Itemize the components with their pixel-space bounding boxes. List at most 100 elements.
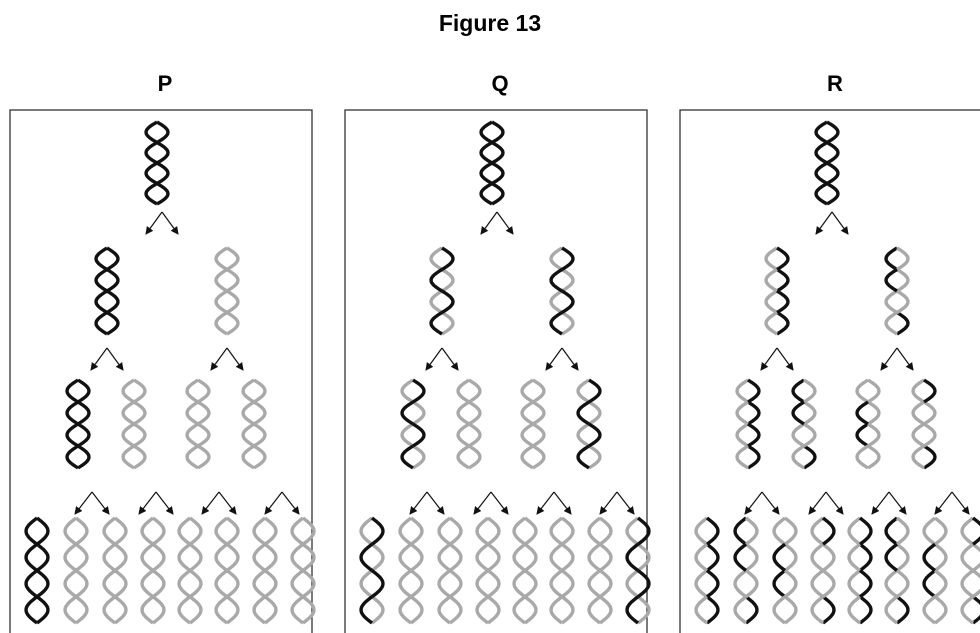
strand-segment xyxy=(598,569,613,599)
dna-molecule xyxy=(587,516,613,625)
strand-segment xyxy=(783,542,798,572)
arrow-left xyxy=(264,491,283,515)
strand-segment xyxy=(923,400,937,426)
arrow-left xyxy=(138,491,157,515)
strand-segment xyxy=(523,542,538,572)
replication-arrows xyxy=(599,491,635,515)
strand-segment xyxy=(549,569,564,599)
arrow-right xyxy=(218,491,237,515)
strand-segment xyxy=(456,444,470,470)
strand-segment xyxy=(694,542,709,572)
arrow-right xyxy=(825,491,844,515)
dna-molecule xyxy=(63,516,89,625)
strand-segment xyxy=(475,569,490,599)
strand-segment xyxy=(776,311,790,336)
dna-molecule xyxy=(855,378,881,470)
strand-segment xyxy=(398,595,413,625)
dna-molecule xyxy=(733,516,759,625)
strand-segment xyxy=(74,542,89,572)
strand-segment xyxy=(429,268,443,293)
strand-segment xyxy=(185,400,199,426)
dna-molecule xyxy=(121,378,147,470)
strand-segment xyxy=(63,542,78,572)
strand-segment xyxy=(133,400,147,426)
strand-segment xyxy=(65,422,79,448)
arrow-left xyxy=(599,491,618,515)
strand-segment xyxy=(263,516,278,546)
strand-segment xyxy=(855,378,869,404)
strand-segment xyxy=(587,595,602,625)
dna-molecule xyxy=(475,516,501,625)
strand-segment xyxy=(532,444,546,470)
strand-segment xyxy=(858,542,873,572)
strand-segment xyxy=(225,595,240,625)
strand-segment xyxy=(290,542,305,572)
replication-arrows xyxy=(138,491,174,515)
dna-molecule xyxy=(359,516,385,625)
panel-label-q: Q xyxy=(491,71,509,96)
strand-segment xyxy=(747,400,761,426)
replication-arrows xyxy=(545,347,579,371)
strand-segment xyxy=(398,542,413,572)
arrow-right xyxy=(553,491,572,515)
panel-box-p xyxy=(9,109,313,633)
strand-segment xyxy=(588,422,602,448)
arrow-right xyxy=(496,211,514,235)
strand-segment xyxy=(441,268,455,293)
dna-molecule xyxy=(252,516,278,625)
strand-segment xyxy=(144,161,158,185)
strand-segment xyxy=(847,595,862,625)
strand-segment xyxy=(560,542,575,572)
strand-segment xyxy=(549,516,564,546)
strand-segment xyxy=(156,161,170,185)
strand-segment xyxy=(549,289,563,314)
strand-segment xyxy=(523,595,538,625)
strand-segment xyxy=(744,569,759,599)
strand-segment xyxy=(855,422,869,448)
strand-segment xyxy=(747,378,761,404)
strand-segment xyxy=(814,161,828,185)
strand-segment xyxy=(225,569,240,599)
arrow-left xyxy=(880,347,898,371)
strand-segment xyxy=(409,542,424,572)
replication-arrows xyxy=(815,211,849,235)
strand-segment xyxy=(735,400,749,426)
strand-segment xyxy=(437,542,452,572)
strand-segment xyxy=(65,400,79,426)
strand-segment xyxy=(549,542,564,572)
strand-segment xyxy=(370,542,385,572)
strand-segment xyxy=(359,542,374,572)
arrow-right xyxy=(896,347,914,371)
arrow-right xyxy=(616,491,635,515)
strand-segment xyxy=(301,569,316,599)
strand-segment xyxy=(560,569,575,599)
strand-segment xyxy=(491,182,505,206)
arrow-right xyxy=(888,491,907,515)
strand-segment xyxy=(241,400,255,426)
strand-segment xyxy=(225,516,240,546)
dna-molecule xyxy=(241,378,267,470)
strand-segment xyxy=(398,569,413,599)
strand-segment xyxy=(810,542,825,572)
strand-segment xyxy=(241,444,255,470)
strand-segment xyxy=(63,595,78,625)
strand-segment xyxy=(560,595,575,625)
strand-segment xyxy=(290,516,305,546)
strand-segment xyxy=(826,120,840,144)
strand-segment xyxy=(747,444,761,470)
strand-segment xyxy=(561,289,575,314)
strand-segment xyxy=(151,595,166,625)
strand-segment xyxy=(744,595,759,625)
strand-segment xyxy=(151,542,166,572)
strand-segment xyxy=(197,444,211,470)
strand-segment xyxy=(133,378,147,404)
strand-segment xyxy=(263,595,278,625)
strand-segment xyxy=(140,595,155,625)
strand-segment xyxy=(971,542,980,572)
dna-molecule xyxy=(911,378,937,470)
strand-segment xyxy=(896,289,910,314)
replication-arrows xyxy=(808,491,844,515)
arrow-left xyxy=(934,491,953,515)
strand-segment xyxy=(803,400,817,426)
strand-segment xyxy=(156,120,170,144)
